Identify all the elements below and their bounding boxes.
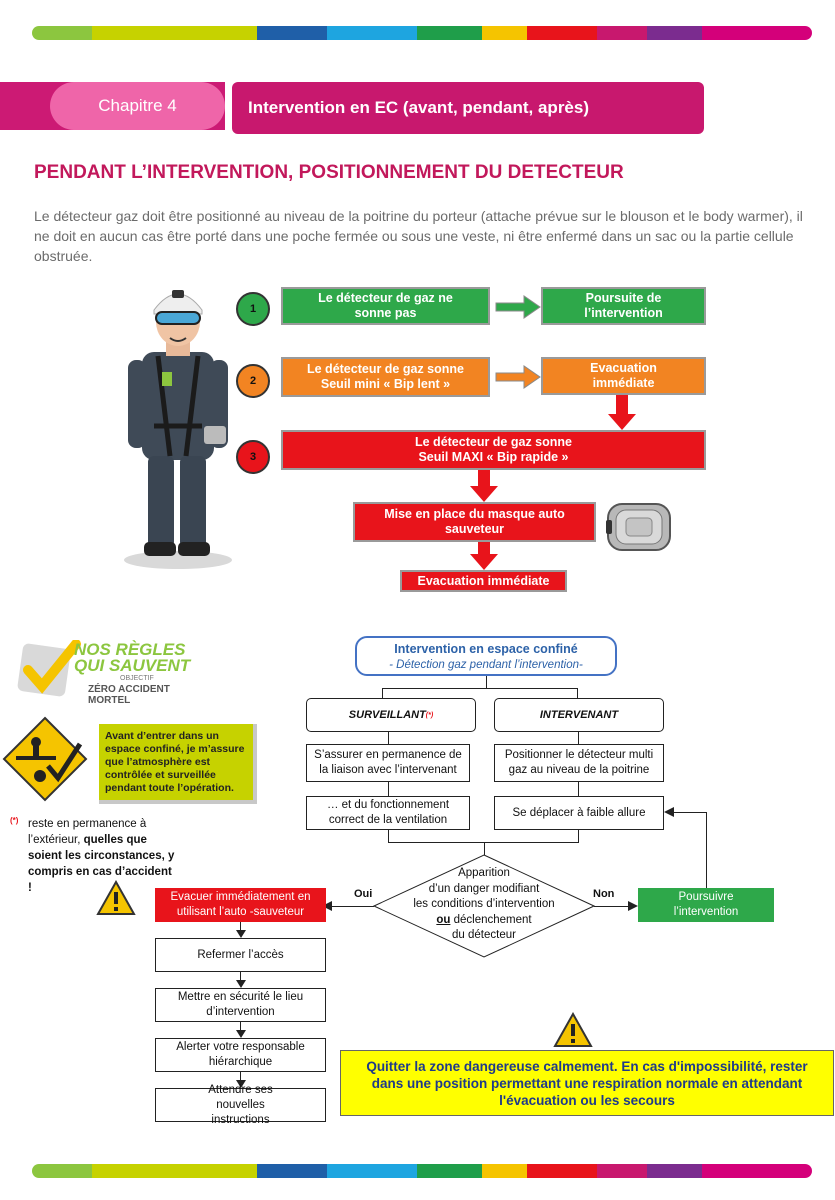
arrow-down <box>236 980 246 988</box>
confined-space-icon <box>2 716 88 802</box>
intervenant-step-1: Positionner le détecteur multi gaz au ni… <box>494 744 664 782</box>
decision-text: Apparition d’un danger modifiant les con… <box>393 866 575 944</box>
connector <box>706 812 707 888</box>
step-arrows <box>0 0 835 600</box>
connector <box>672 812 706 813</box>
connector <box>578 830 579 842</box>
intervenant-box: INTERVENANT <box>494 698 664 732</box>
flow-title-box: Intervention en espace confiné - Détecti… <box>355 636 617 676</box>
yes-label: Oui <box>354 888 372 900</box>
flow-title: Intervention en espace confiné <box>357 641 615 657</box>
surveillant-step-1: S’assurer en permanence de la liaison av… <box>306 744 470 782</box>
warning-icon <box>553 1012 593 1048</box>
alert-manager-box: Alerter votre responsable hiérarchique <box>155 1038 326 1072</box>
wait-instructions-box: Attendre ses nouvelles instructions <box>155 1088 326 1122</box>
check-icon <box>16 640 82 698</box>
connector <box>594 906 630 907</box>
note-mark: (*) <box>10 816 18 825</box>
connector <box>382 688 578 689</box>
flow-subtitle: - Détection gaz pendant l’intervention- <box>357 657 615 673</box>
connector <box>388 732 389 744</box>
bottom-color-stripe <box>32 1164 812 1178</box>
warning-box: Quitter la zone dangereuse calmement. En… <box>340 1050 834 1116</box>
rule-text: Avant d’entrer dans un espace confiné, j… <box>105 730 247 795</box>
arrow-down <box>236 1030 246 1038</box>
evacuate-box: Evacuer immédiatement en utilisant l’aut… <box>155 888 326 922</box>
surveillant-box: SURVEILLANT(*) <box>306 698 476 732</box>
warning-icon <box>96 880 136 916</box>
rule-box: Avant d’entrer dans un espace confiné, j… <box>99 724 257 804</box>
connector <box>330 906 374 907</box>
connector <box>578 782 579 796</box>
rules-logo: NOS RÈGLES QUI SAUVENT OBJECTIF ZÉRO ACC… <box>16 640 191 698</box>
continue-box: Poursuivre l’intervention <box>638 888 774 922</box>
connector <box>382 688 383 698</box>
connector <box>486 676 487 688</box>
connector <box>388 830 389 842</box>
logo-line-2: QUI SAUVENT <box>74 656 190 676</box>
secure-site-box: Mettre en sécurité le lieu d’interventio… <box>155 988 326 1022</box>
arrow-left <box>664 807 674 817</box>
intervenant-step-2: Se déplacer à faible allure <box>494 796 664 830</box>
connector <box>388 782 389 796</box>
self-rescuer-device-image <box>604 498 674 554</box>
logo-line-4: ZÉRO ACCIDENT MORTEL <box>88 684 191 706</box>
connector <box>578 732 579 744</box>
close-access-box: Refermer l’accès <box>155 938 326 972</box>
arrow-down <box>236 930 246 938</box>
logo-line-3: OBJECTIF <box>120 675 154 682</box>
connector <box>577 688 578 698</box>
no-label: Non <box>593 888 614 900</box>
arrow-right <box>628 901 638 911</box>
surveillant-step-2: … et du fonctionnement correct de la ven… <box>306 796 470 830</box>
warning-text: Quitter la zone dangereuse calmement. En… <box>355 1058 819 1109</box>
